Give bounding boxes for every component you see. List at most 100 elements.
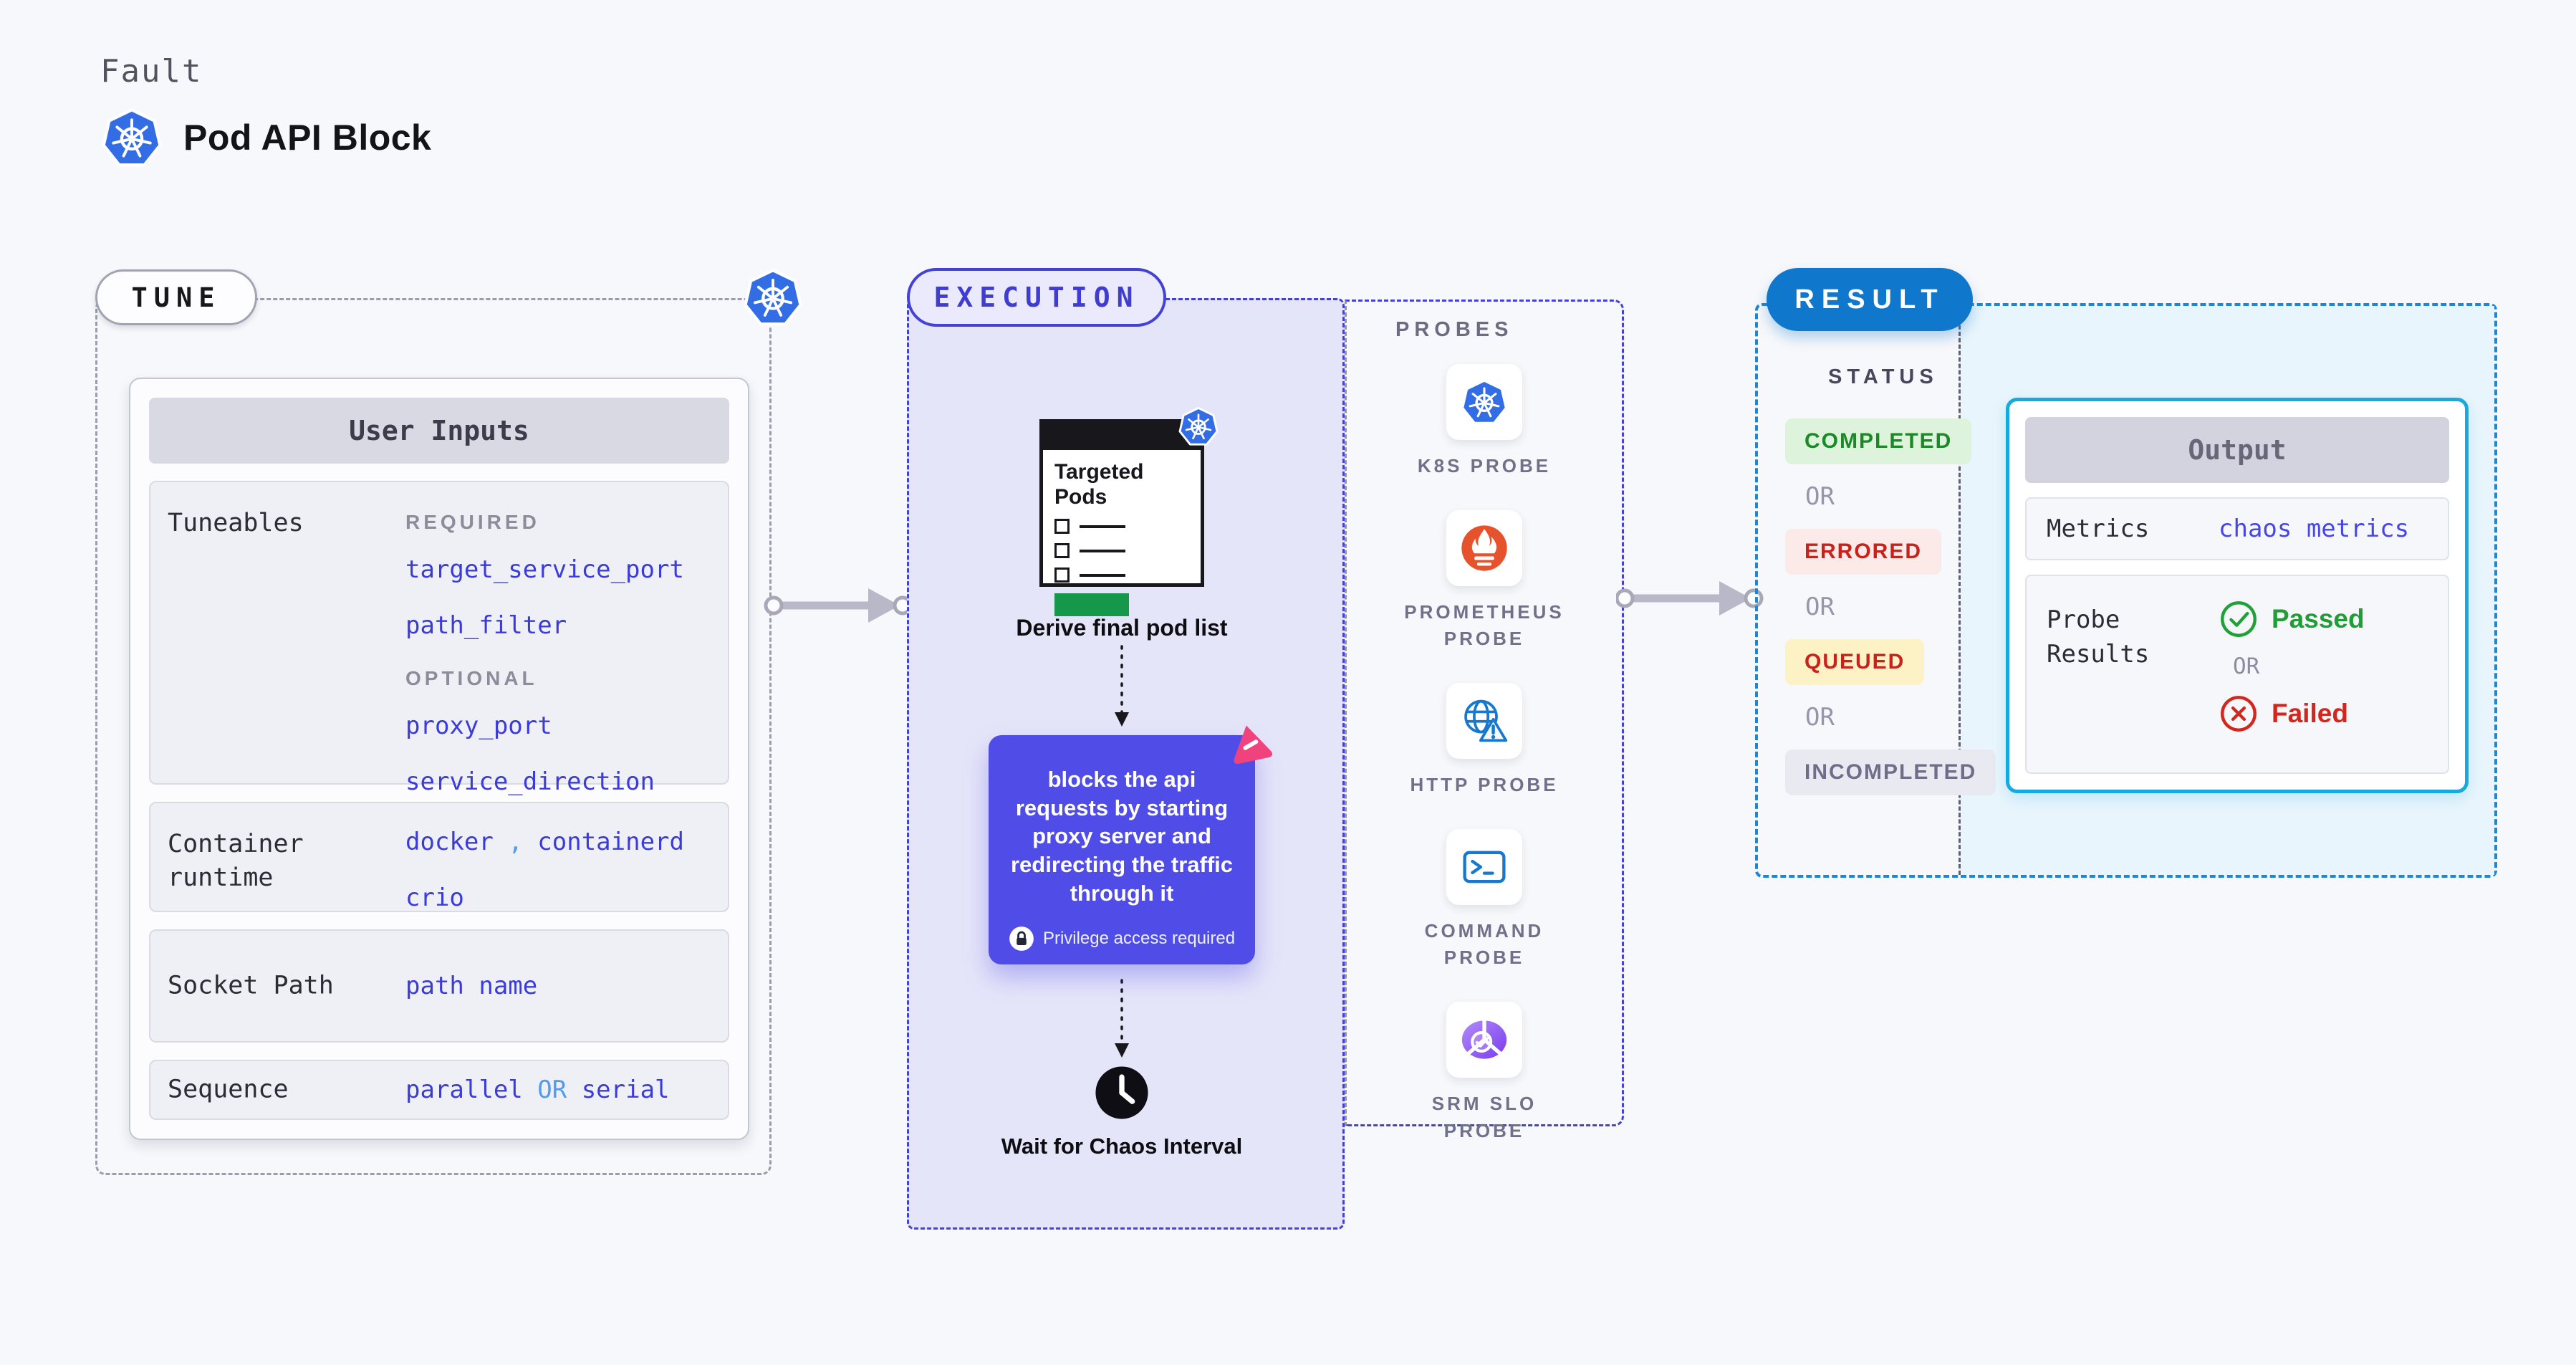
tuneable-required-item: path_filter <box>405 611 567 640</box>
flow-arrow-tune-to-execution <box>764 588 913 623</box>
probe-label: COMMAND PROBE <box>1424 919 1544 969</box>
or-label: OR <box>1805 482 1835 511</box>
optional-label: OPTIONAL <box>405 667 538 689</box>
tuneable-optional-item: service_direction <box>405 767 655 796</box>
page-title: Pod API Block <box>183 118 432 158</box>
or-label: OR <box>1805 593 1835 621</box>
pod-line <box>1080 525 1125 528</box>
probe-icon-card <box>1446 1002 1522 1078</box>
sequence-label: Sequence <box>168 1075 289 1104</box>
probe-item-http: HTTP PROBE <box>1391 683 1577 799</box>
page-title-row: Pod API Block <box>100 106 431 169</box>
runtime-comma: , <box>508 828 523 856</box>
execution-badge: EXECUTION <box>907 268 1166 327</box>
metrics-label: Metrics <box>2047 514 2150 543</box>
sequence-or: OR <box>537 1076 567 1104</box>
targeted-pods-body: Targeted Pods <box>1043 450 1201 616</box>
result-divider <box>1959 306 1961 875</box>
probe-label: HTTP PROBE <box>1410 774 1559 796</box>
prometheus-icon <box>1458 522 1510 574</box>
failed-line: Failed <box>2219 694 2365 734</box>
pod-line <box>1080 573 1125 577</box>
probe-results-row: Probe Results Passed OR Failed <box>2025 575 2449 774</box>
tuneables-label: Tuneables <box>168 509 304 537</box>
tune-section-frame <box>95 298 772 1175</box>
container-runtime-row: Container runtime docker , containerd cr… <box>149 802 729 912</box>
x-circle-icon <box>2219 694 2259 734</box>
socket-path-value: path name <box>405 972 538 1000</box>
passed-label: Passed <box>2272 604 2365 633</box>
tuneable-required-item: target_service_port <box>405 555 684 584</box>
runtime-containerd: containerd <box>537 828 684 856</box>
checkbox-icon <box>1054 567 1070 583</box>
sequence-value: parallel OR serial <box>405 1076 670 1104</box>
sequence-parallel: parallel <box>405 1076 523 1104</box>
probe-icon-card <box>1446 828 1522 905</box>
tune-badge: TUNE <box>95 269 257 325</box>
status-badge-queued: QUEUED <box>1785 639 1925 685</box>
privilege-row: Privilege access required <box>989 926 1255 952</box>
fault-action-card: blocks the api requests by starting prox… <box>989 735 1255 964</box>
globe-warning-icon <box>1458 694 1511 747</box>
fault-action-text: blocks the api requests by starting prox… <box>1010 767 1234 906</box>
sequence-serial: serial <box>581 1076 670 1104</box>
privilege-label: Privilege access required <box>1042 929 1236 948</box>
user-inputs-title: User Inputs <box>149 398 729 464</box>
probe-icon-card <box>1446 364 1522 440</box>
runtime-crio: crio <box>405 883 464 912</box>
container-runtime-values: docker , containerd crio <box>405 828 684 912</box>
or-label: OR <box>2233 653 2260 679</box>
pod-list-item <box>1054 543 1189 558</box>
socket-path-row: Socket Path path name <box>149 929 729 1043</box>
status-badge-incompleted: INCOMPLETED <box>1785 749 1996 795</box>
probe-item-k8s: K8S PROBE <box>1391 364 1577 480</box>
probe-results-values: Passed OR Failed <box>2219 599 2365 734</box>
runtime-docker: docker <box>405 828 494 856</box>
status-badge-completed: COMPLETED <box>1785 418 1972 464</box>
checkbox-icon <box>1054 543 1070 558</box>
probe-label: SRM SLO PROBE <box>1431 1093 1537 1141</box>
probe-list: K8S PROBE PROMETHEUS PROBE HTTP PROBE CO… <box>1345 364 1624 1145</box>
checkbox-icon <box>1054 519 1070 534</box>
probe-icon-card <box>1446 509 1522 586</box>
probe-label: PROMETHEUS PROBE <box>1404 600 1565 650</box>
sequence-row: Sequence parallel OR serial <box>149 1060 729 1120</box>
container-runtime-label: Container runtime <box>168 830 304 893</box>
chaos-icon <box>1222 715 1278 771</box>
user-inputs-card: User Inputs Tuneables REQUIRED target_se… <box>129 378 749 1140</box>
pod-list-item <box>1054 567 1189 583</box>
output-card: Output Metrics chaos metrics Probe Resul… <box>2006 398 2469 793</box>
derive-pod-list-label: Derive final pod list <box>1016 615 1228 641</box>
metrics-row: Metrics chaos metrics <box>2025 497 2449 560</box>
terminal-icon <box>1458 841 1510 893</box>
lock-icon <box>1009 926 1034 952</box>
kubernetes-icon <box>1178 406 1219 447</box>
or-label: OR <box>1805 703 1835 732</box>
slo-chart-icon <box>1457 1012 1512 1067</box>
targeted-pods-card: Targeted Pods <box>1039 419 1204 616</box>
result-badge: RESULT <box>1767 268 1973 331</box>
status-label: STATUS <box>1828 365 1938 388</box>
runtime-value-line: docker , containerd <box>405 828 684 856</box>
fault-kicker: Fault <box>100 53 203 90</box>
check-circle-icon <box>2219 599 2259 639</box>
tuneable-optional-item: proxy_port <box>405 712 552 740</box>
flow-arrow-execution-to-result <box>1616 581 1764 616</box>
probes-panel-frame <box>1345 300 1624 1126</box>
passed-line: Passed <box>2219 599 2365 639</box>
output-title: Output <box>2025 417 2449 483</box>
kubernetes-icon <box>1460 378 1509 426</box>
failed-label: Failed <box>2272 699 2348 728</box>
metrics-value: chaos metrics <box>2219 514 2410 543</box>
pod-list-item <box>1054 519 1189 534</box>
probes-title: PROBES <box>1395 318 1514 341</box>
socket-path-label: Socket Path <box>168 971 334 1000</box>
pod-line <box>1080 549 1125 552</box>
kubernetes-icon <box>100 106 163 169</box>
wait-chaos-interval-label: Wait for Chaos Interval <box>1001 1134 1243 1159</box>
probe-item-srm-slo: SRM SLO PROBE <box>1391 1002 1577 1144</box>
dotted-arrow-down <box>1115 979 1129 1058</box>
probe-label: K8S PROBE <box>1417 455 1552 476</box>
progress-bar <box>1054 593 1129 616</box>
